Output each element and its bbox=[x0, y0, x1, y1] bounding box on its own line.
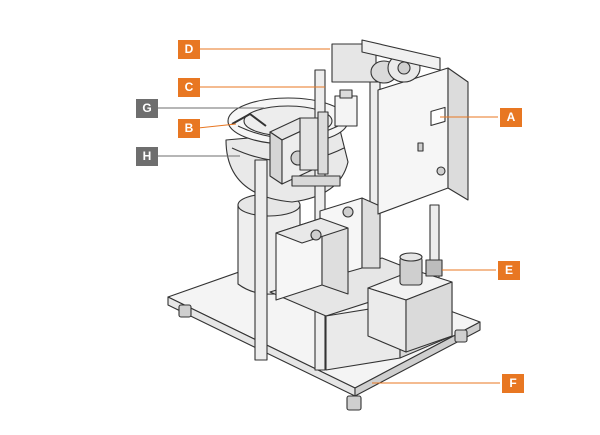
sensor-box bbox=[334, 89, 358, 127]
drive-motor bbox=[331, 39, 441, 84]
clamp bbox=[231, 113, 267, 127]
leader-lines-secondary bbox=[158, 107, 264, 157]
leader-lines-accent bbox=[197, 48, 500, 384]
callout-d: D bbox=[178, 40, 200, 59]
feeder-head bbox=[269, 111, 341, 187]
callout-h: H bbox=[136, 147, 158, 166]
callout-e: E bbox=[498, 261, 520, 280]
leveling-feet bbox=[178, 304, 468, 411]
drawer-box bbox=[367, 269, 453, 353]
callout-f: F bbox=[502, 374, 524, 393]
callout-b: B bbox=[178, 119, 200, 138]
canisters bbox=[275, 197, 381, 301]
callout-c: C bbox=[178, 78, 200, 97]
control-cabinet bbox=[377, 67, 469, 215]
valve-unit bbox=[399, 252, 443, 286]
callout-a: A bbox=[500, 108, 522, 127]
callout-g: G bbox=[136, 99, 158, 118]
